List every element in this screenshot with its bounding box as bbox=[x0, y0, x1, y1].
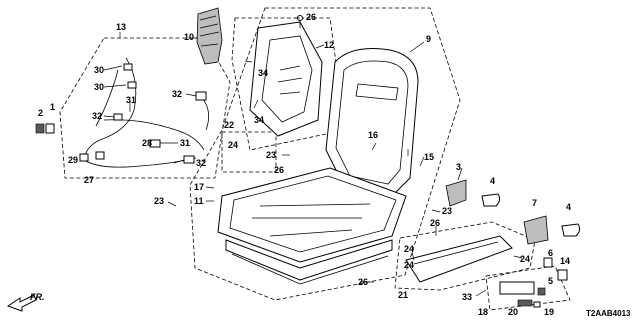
callout-9: 10 bbox=[184, 32, 194, 42]
part-8-seat-frame bbox=[217, 48, 419, 285]
callout-8: 9 bbox=[426, 34, 431, 44]
callout-16: 17 bbox=[194, 182, 204, 192]
callout-4a: 4 bbox=[490, 176, 495, 186]
callout-23b: 23 bbox=[154, 196, 164, 206]
callout-27: 27 bbox=[84, 175, 94, 185]
callout-28: 28 bbox=[142, 138, 152, 148]
callout-labels: 10 26 12 9 13 30 30 31 32 32 31 32 28 29… bbox=[38, 12, 571, 317]
front-direction-label: FR. bbox=[30, 292, 45, 302]
callout-26-bottom: 26 bbox=[358, 277, 368, 287]
callout-23c: 23 bbox=[442, 206, 452, 216]
front-direction-indicator: FR. bbox=[6, 292, 45, 312]
part-20-side-cover bbox=[405, 235, 513, 283]
callout-34a: 34 bbox=[258, 68, 268, 78]
back-panel-group-outline bbox=[231, 17, 346, 151]
cover-group-outline bbox=[394, 221, 536, 291]
callout-1: 1 bbox=[50, 102, 55, 112]
part-9-pad bbox=[196, 7, 223, 65]
callout-20: 21 bbox=[398, 290, 408, 300]
callout-7: 7 bbox=[532, 198, 537, 208]
callout-26b: 26 bbox=[430, 218, 440, 228]
callout-26a: 26 bbox=[274, 165, 284, 175]
callout-15: 16 bbox=[368, 130, 378, 140]
callout-25: 26 bbox=[306, 12, 316, 22]
front-arrow-icon bbox=[6, 294, 37, 312]
callout-5: 5 bbox=[548, 276, 553, 286]
callout-12: 13 bbox=[116, 22, 126, 32]
callout-32b: 32 bbox=[172, 89, 182, 99]
bracket-group-outline bbox=[221, 131, 277, 173]
parts-1-2-connectors bbox=[35, 123, 55, 134]
callout-3: 3 bbox=[456, 162, 461, 172]
callout-10: 11 bbox=[194, 196, 204, 206]
diagram-code: T2AAB4013 bbox=[586, 309, 631, 318]
parts-3-4-7-covers bbox=[445, 179, 581, 245]
callout-14: 15 bbox=[424, 152, 434, 162]
part-12-harness bbox=[79, 57, 210, 168]
callout-6: 6 bbox=[548, 248, 553, 258]
leader-lines bbox=[103, 17, 523, 297]
callout-4b: 4 bbox=[566, 202, 571, 212]
callout-21: 22 bbox=[224, 120, 234, 130]
callout-2: 2 bbox=[38, 108, 43, 118]
callout-30b: 30 bbox=[94, 82, 104, 92]
callout-24c: 24 bbox=[404, 260, 414, 270]
group-outlines bbox=[59, 7, 571, 311]
seat-frame-group-outline bbox=[189, 7, 461, 301]
callout-31a: 31 bbox=[126, 95, 136, 105]
callout-24d: 24 bbox=[520, 254, 530, 264]
switch-parts bbox=[499, 257, 568, 308]
extra-callouts: 23 26 23 bbox=[358, 277, 368, 287]
callout-24a: 24 bbox=[228, 140, 238, 150]
callout-17: 18 bbox=[478, 307, 488, 317]
callout-11: 12 bbox=[324, 40, 334, 50]
callout-29: 29 bbox=[68, 155, 78, 165]
callout-18: 19 bbox=[544, 307, 554, 317]
callout-13: 14 bbox=[560, 256, 570, 266]
callout-34b: 34 bbox=[254, 115, 264, 125]
callout-32a: 32 bbox=[92, 111, 102, 121]
callout-32c: 32 bbox=[196, 158, 206, 168]
switch-group-outline bbox=[485, 265, 571, 311]
callout-23a: 23 bbox=[266, 150, 276, 160]
callout-19: 20 bbox=[508, 307, 518, 317]
callout-31b: 31 bbox=[180, 138, 190, 148]
callout-33: 33 bbox=[462, 292, 472, 302]
callout-24b: 24 bbox=[404, 244, 414, 254]
callout-30a: 30 bbox=[94, 65, 104, 75]
